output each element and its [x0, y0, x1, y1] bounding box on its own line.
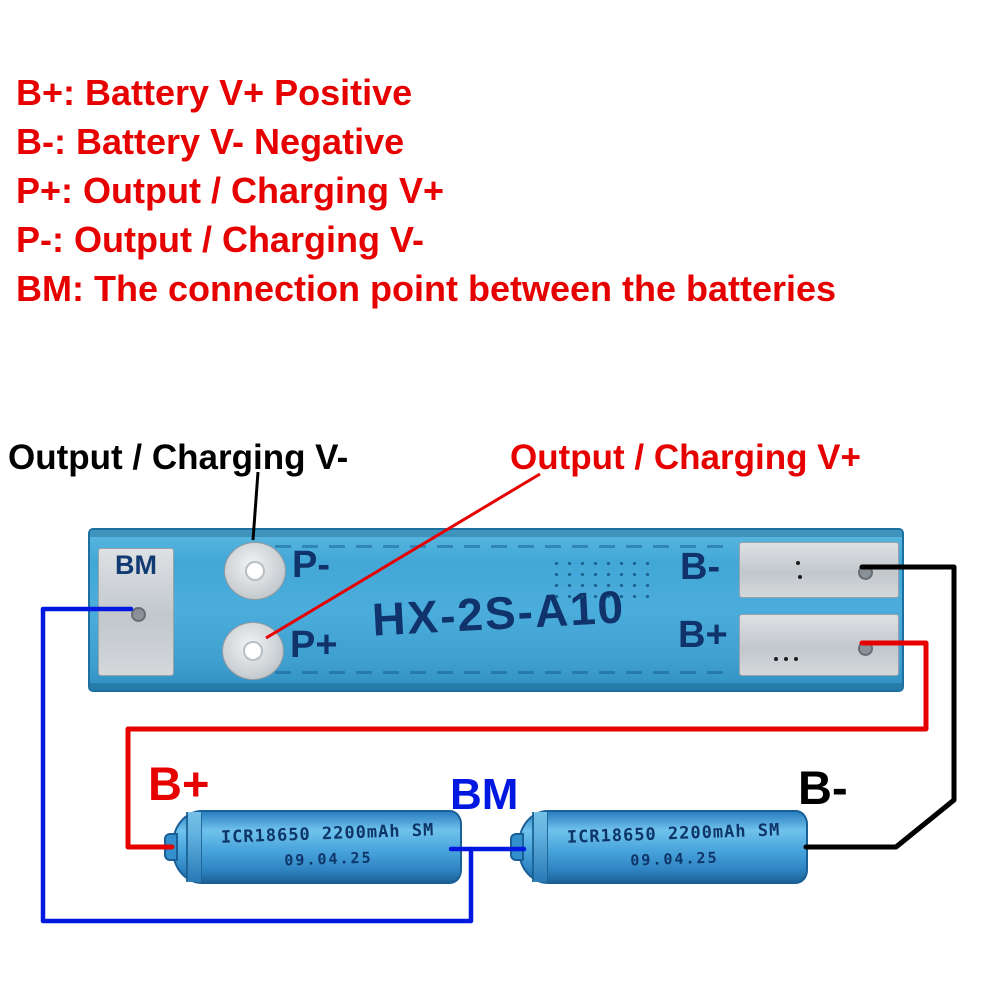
battery-left-text: ICR18650 2200mAh SM 09.04.25 — [203, 820, 452, 873]
legend-line-bm: BM: The connection point between the bat… — [16, 268, 837, 309]
p-minus-pad-ring — [224, 542, 286, 600]
legend-line-b-plus: B+: Battery V+ Positive — [16, 72, 413, 113]
p-minus-pad-hole — [245, 561, 265, 581]
board-edge-top — [90, 530, 902, 537]
pad-dot — [798, 575, 802, 579]
wire-label-bm: BM — [450, 770, 519, 819]
board-trace-top — [275, 545, 727, 548]
b-plus-label: B+ — [678, 614, 728, 656]
battery-right-text: ICR18650 2200mAh SM 09.04.25 — [549, 820, 798, 873]
callout-output-charging-v-minus: Output / Charging V- — [8, 438, 349, 477]
b-plus-solder-pad — [739, 614, 899, 676]
bm-solder-pad: BM — [98, 548, 174, 676]
battery-left-positive-terminal — [164, 833, 178, 861]
wire-label-b-minus: B- — [798, 761, 848, 814]
p-plus-pad-ring — [222, 622, 284, 680]
legend-line-p-plus: P+: Output / Charging V+ — [16, 170, 445, 211]
legend-line-p-minus: P-: Output / Charging V- — [16, 219, 424, 260]
pad-dot — [796, 561, 800, 565]
board-trace-bottom — [275, 671, 727, 674]
p-plus-pad-hole — [243, 641, 263, 661]
board-edge-bottom — [90, 683, 902, 690]
battery-right-positive-terminal — [510, 833, 524, 861]
via-dots — [550, 558, 650, 604]
p-plus-label: P+ — [290, 624, 338, 666]
battery-date-text: 09.04.25 — [630, 848, 719, 870]
bm-pad-hole — [131, 607, 146, 622]
battery-left: ICR18650 2200mAh SM 09.04.25 — [164, 810, 462, 884]
b-minus-pad-hole — [858, 565, 873, 580]
p-minus-label: P- — [292, 544, 330, 586]
battery-date-text: 09.04.25 — [284, 848, 373, 870]
bm-pad-label: BM — [115, 550, 157, 580]
battery-left-cap — [186, 812, 202, 882]
battery-model-text: ICR18650 2200mAh SM — [566, 820, 781, 848]
b-plus-pad-hole — [858, 641, 873, 656]
battery-model-text: ICR18650 2200mAh SM — [220, 820, 435, 848]
bms-board: BM P- P+ HX-2S-A10 B- B+ — [88, 528, 904, 692]
pad-dot — [784, 657, 788, 661]
pad-dot — [774, 657, 778, 661]
pad-dot — [794, 657, 798, 661]
b-minus-solder-pad — [739, 542, 899, 598]
wire-label-b-plus: B+ — [148, 757, 210, 810]
battery-right-cap — [532, 812, 548, 882]
legend-line-b-minus: B-: Battery V- Negative — [16, 121, 405, 162]
callout-output-charging-v-plus: Output / Charging V+ — [510, 438, 861, 477]
legend: B+: Battery V+ Positive B-: Battery V- N… — [16, 68, 836, 313]
battery-right: ICR18650 2200mAh SM 09.04.25 — [510, 810, 808, 884]
b-minus-label: B- — [680, 546, 721, 588]
